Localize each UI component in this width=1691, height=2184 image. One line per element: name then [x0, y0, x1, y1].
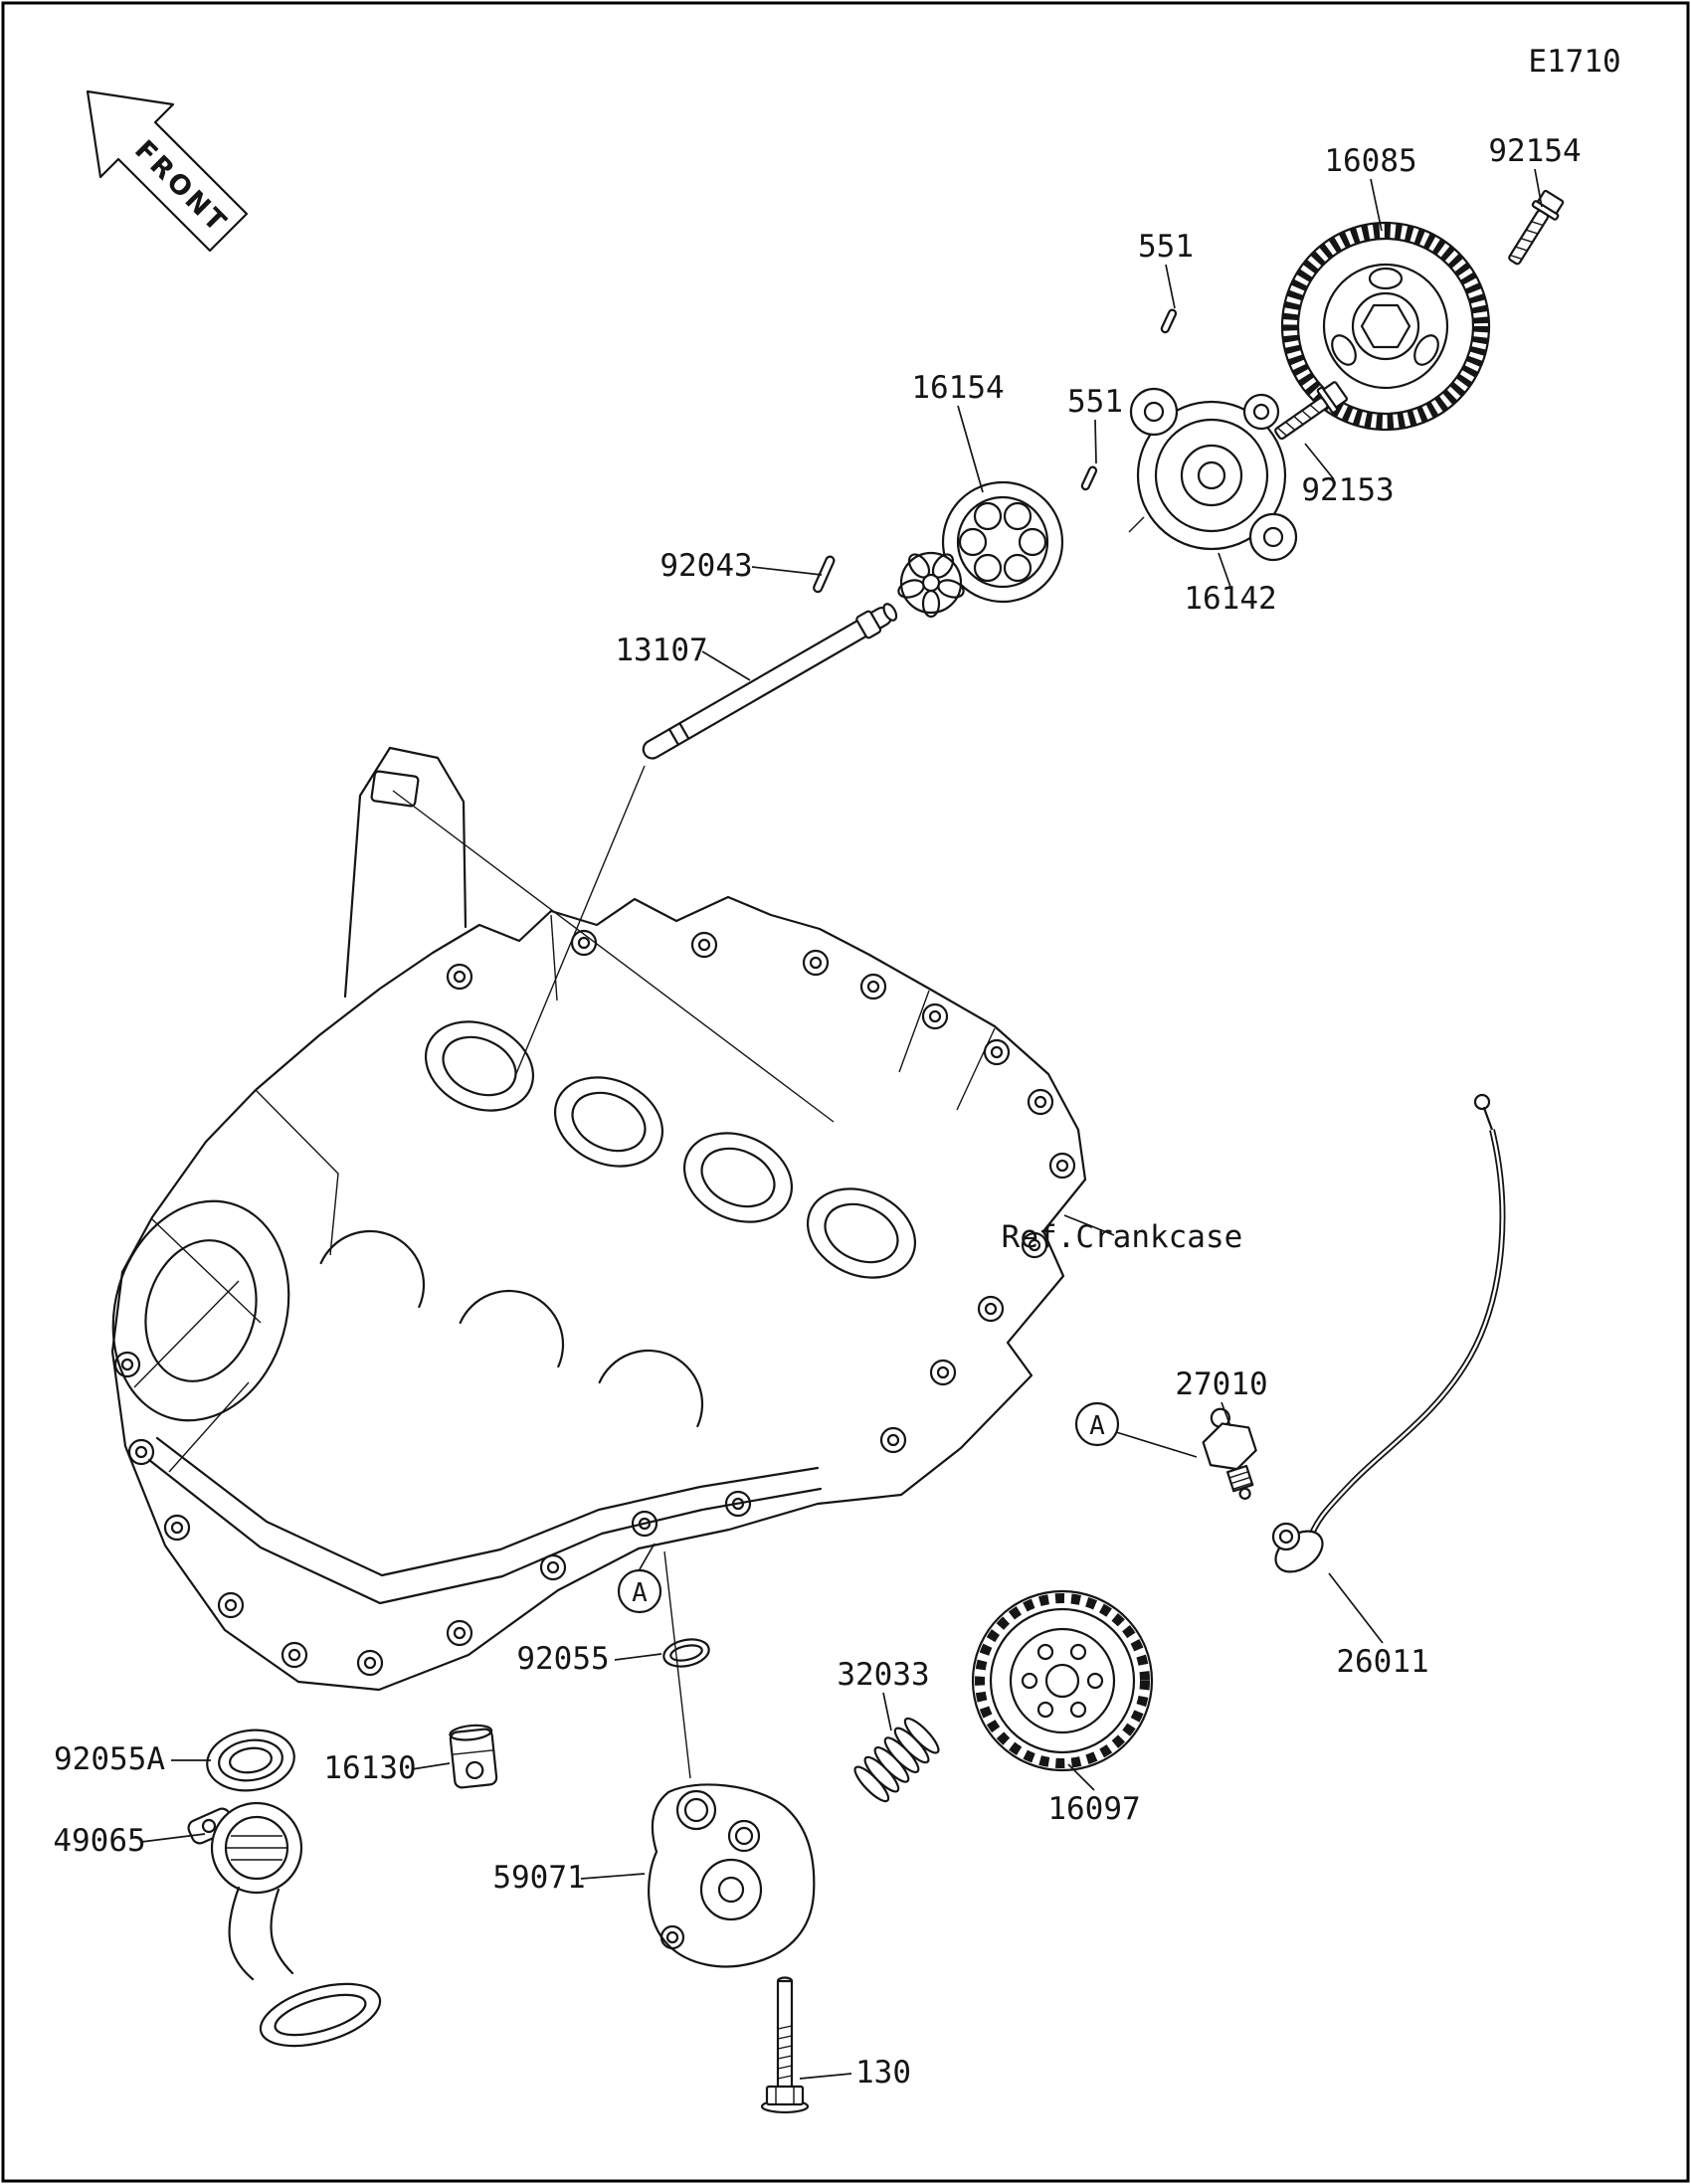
- label-gear: 16085: [1324, 143, 1416, 179]
- oil-pressure-switch-drawing: [1202, 1407, 1257, 1500]
- label-oil-pressure-switch: 27010: [1175, 1366, 1267, 1402]
- dowel-pin-upper-drawing: [1159, 307, 1179, 335]
- label-rotor-set: 16154: [911, 370, 1004, 406]
- oil-filter-drawing: [971, 1589, 1154, 1772]
- assembly-marker-a-2: A: [617, 1568, 662, 1614]
- pump-shaft-drawing: [642, 603, 898, 760]
- label-bolt-130: 130: [855, 2055, 911, 2091]
- label-pump-cover: 16142: [1184, 581, 1276, 617]
- part-labels: E1710 16085 92154 551 16154 551 92153 16…: [53, 44, 1620, 2091]
- dowel-pin-lower-drawing: [1079, 464, 1099, 492]
- pin-drawing: [813, 555, 836, 594]
- o-ring-drawing: [662, 1638, 710, 1668]
- seal-drawing: [206, 1729, 295, 1792]
- label-ref-crankcase: Ref.Crankcase: [1002, 1219, 1243, 1255]
- wire-lead-drawing: [1271, 1093, 1506, 1573]
- front-arrow-shape: [86, 90, 249, 253]
- projection-lines: [392, 765, 835, 1779]
- page-code: E1710: [1528, 44, 1620, 80]
- front-arrow: FRONT: [86, 90, 249, 253]
- label-pump-holder: 59071: [492, 1860, 585, 1896]
- label-seal: 92055A: [54, 1741, 165, 1777]
- label-o-ring: 92055: [516, 1641, 609, 1677]
- assembly-marker-a-2-label: A: [632, 1578, 648, 1608]
- label-oil-filter: 16097: [1047, 1791, 1140, 1827]
- label-gear-bolt: 92154: [1488, 133, 1581, 169]
- label-pin: 92043: [659, 548, 752, 584]
- fitting-drawing: [449, 1724, 498, 1789]
- assembly-marker-a-1-label: A: [1089, 1411, 1105, 1441]
- oil-strainer-drawing: [187, 1801, 382, 2048]
- gear-bolt-drawing: [1500, 187, 1568, 271]
- rotor-set-drawing: [897, 480, 1064, 619]
- crankcase-drawing: [110, 746, 1087, 1692]
- pump-holder-drawing: [648, 1783, 816, 1968]
- leader-lines: [140, 168, 1543, 2080]
- label-pin-551-upper: 551: [1138, 229, 1194, 265]
- drain-bolt-drawing: [760, 1976, 810, 2114]
- label-spring: 32033: [837, 1657, 929, 1693]
- label-shaft: 13107: [615, 633, 707, 668]
- spring-drawing: [853, 1717, 940, 1803]
- pump-gear-drawing: [1280, 221, 1491, 432]
- label-fitting: 16130: [323, 1750, 416, 1786]
- assembly-marker-a-1: A: [1074, 1401, 1120, 1447]
- label-oil-strainer: 49065: [53, 1823, 145, 1859]
- pump-cover-drawing: [1128, 387, 1298, 562]
- label-cover-bolt: 92153: [1301, 472, 1394, 508]
- label-pin-551-lower: 551: [1067, 384, 1123, 420]
- label-wire-lead: 26011: [1336, 1644, 1428, 1680]
